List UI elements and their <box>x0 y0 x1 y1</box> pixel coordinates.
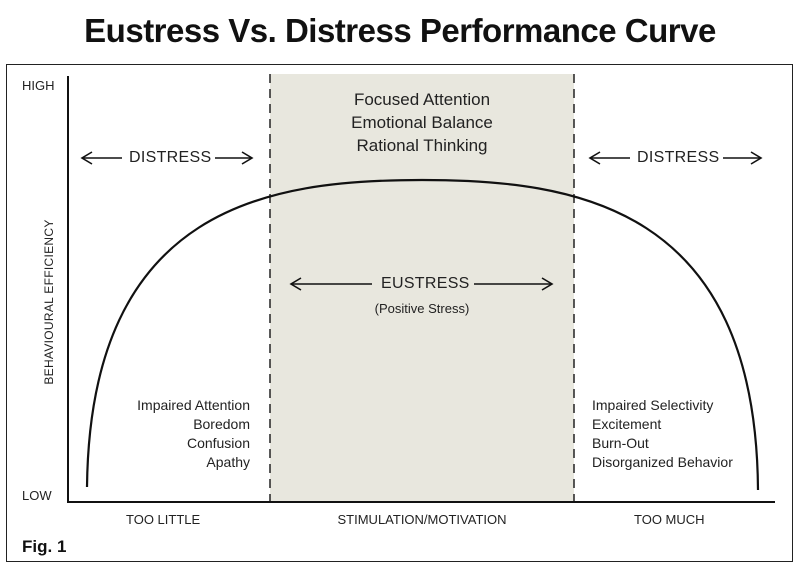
trait-line: Focused Attention <box>353 90 491 109</box>
x-axis-left-label: TOO LITTLE <box>126 512 201 527</box>
eustress-sublabel: (Positive Stress) <box>374 301 470 316</box>
list-item: Impaired Selectivity <box>592 397 714 413</box>
list-item: Apathy <box>206 454 250 470</box>
eustress-label: EUSTRESS <box>377 275 474 293</box>
right-symptom-list: Impaired Selectivity Excitement Burn-Out… <box>592 396 733 472</box>
list-item: Boredom <box>193 416 250 432</box>
x-axis-center-label: STIMULATION/MOTIVATION <box>337 512 507 527</box>
list-item: Disorganized Behavior <box>592 454 733 470</box>
list-item: Burn-Out <box>592 435 649 451</box>
x-axis-right-label: TOO MUCH <box>634 512 705 527</box>
y-axis-high-label: HIGH <box>22 78 55 93</box>
list-item: Impaired Attention <box>137 397 250 413</box>
left-distress-label: DISTRESS <box>125 149 216 167</box>
right-distress-label: DISTRESS <box>633 149 724 167</box>
right-distress-arrow <box>588 151 763 165</box>
diagram-title: Eustress Vs. Distress Performance Curve <box>84 12 716 49</box>
list-item: Confusion <box>186 435 250 451</box>
performance-curve <box>85 178 760 491</box>
eustress-arrow <box>289 277 554 291</box>
trait-line: Rational Thinking <box>356 136 488 155</box>
list-item: Excitement <box>592 416 662 432</box>
y-axis-low-label: LOW <box>22 488 52 503</box>
left-distress-arrow <box>80 151 254 165</box>
left-symptom-list: Impaired Attention Boredom Confusion Apa… <box>137 396 250 472</box>
center-zone-traits: Focused Attention Emotional Balance Rati… <box>270 88 574 157</box>
y-axis-title: BEHAVIOURAL EFFICIENCY <box>42 219 56 385</box>
trait-line: Emotional Balance <box>351 113 493 132</box>
figure-label: Fig. 1 <box>22 537 67 556</box>
